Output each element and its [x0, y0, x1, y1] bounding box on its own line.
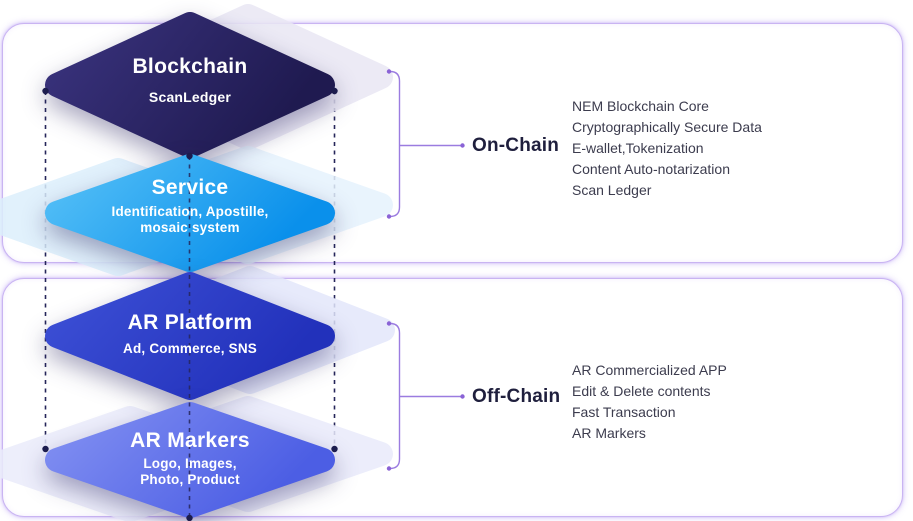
connector-dot — [42, 87, 49, 95]
layer-subtitle-service: Identification, Apostille, mosaic system — [111, 204, 269, 235]
bracket-dot — [386, 69, 392, 74]
list-item: Content Auto-notarization — [572, 161, 730, 177]
bracket-dot — [460, 143, 465, 148]
connector-dot — [42, 445, 49, 453]
layer-subtitle-ar-platform: Ad, Commerce, SNS — [123, 341, 257, 356]
off-chain-list: AR Commercialized APP Edit & Delete cont… — [572, 360, 727, 444]
on-chain-list: NEM Blockchain Core Cryptographically Se… — [572, 96, 762, 201]
list-item: Scan Ledger — [572, 182, 652, 198]
list-item: Edit & Delete contents — [572, 383, 711, 399]
on-chain-label: On-Chain — [472, 135, 560, 156]
list-item: Fast Transaction — [572, 404, 676, 420]
off-chain-bracket — [389, 322, 461, 470]
connector-dot — [186, 514, 193, 521]
layer-title-blockchain: Blockchain — [132, 55, 248, 78]
layer-diamond-ar-markers — [45, 402, 335, 518]
on-chain-bracket — [389, 70, 461, 218]
bracket-dot — [386, 466, 392, 471]
layer-title-ar-markers: AR Markers — [130, 429, 250, 452]
connector-dot — [331, 445, 338, 453]
list-item: NEM Blockchain Core — [572, 98, 709, 114]
list-item: AR Markers — [572, 425, 646, 441]
connector-dot — [186, 152, 193, 160]
bracket-line — [389, 70, 401, 218]
list-item: Cryptographically Secure Data — [572, 119, 762, 135]
layer-subtitle-blockchain: ScanLedger — [148, 89, 232, 105]
connector-dot — [331, 87, 338, 95]
bracket-dot — [386, 321, 392, 326]
connector-dots — [42, 87, 338, 521]
layer-diamond-service — [45, 154, 335, 272]
off-chain-label: Off-Chain — [472, 386, 561, 407]
layer-title-ar-platform: AR Platform — [127, 311, 253, 334]
bracket-dot — [386, 214, 392, 219]
bracket-dot — [460, 394, 465, 399]
layer-title-service: Service — [151, 176, 229, 199]
layer-diamond-blockchain — [45, 12, 335, 158]
layer-subtitle-ar-markers: Logo, Images, Photo, Product — [140, 456, 240, 487]
list-item: AR Commercialized APP — [572, 362, 727, 378]
bracket-line — [389, 322, 401, 470]
list-item: E-wallet,Tokenization — [572, 140, 704, 156]
